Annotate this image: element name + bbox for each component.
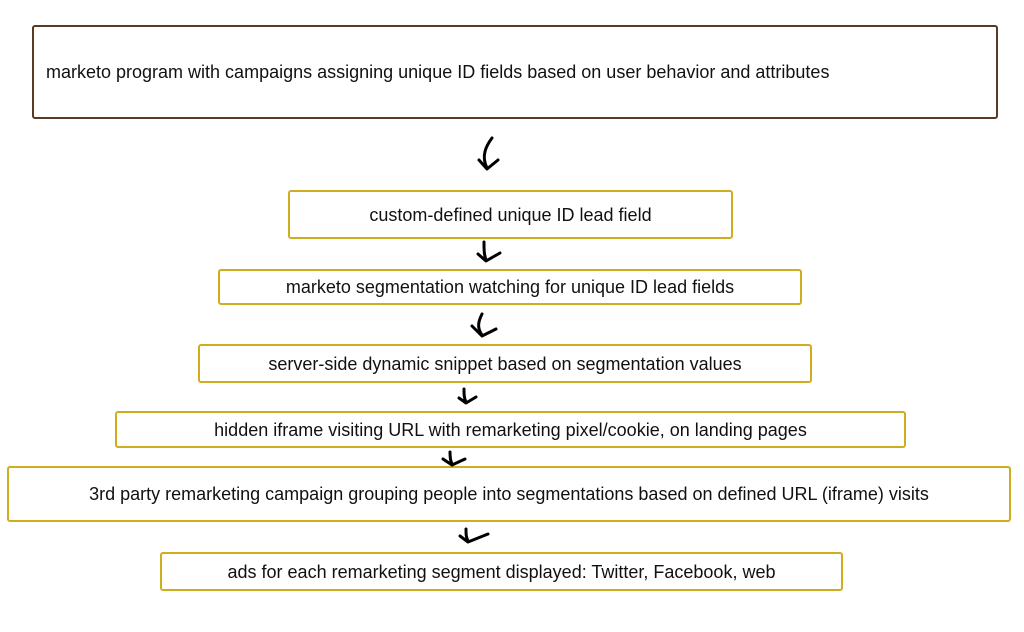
flow-step-box-4: server-side dynamic snippet based on seg… bbox=[198, 344, 812, 383]
flow-step-label: ads for each remarketing segment display… bbox=[227, 561, 776, 582]
flow-step-label: hidden iframe visiting URL with remarket… bbox=[214, 419, 807, 440]
arrow-down-icon bbox=[441, 450, 467, 467]
flow-step-label: custom-defined unique ID lead field bbox=[369, 204, 652, 225]
arrow-down-icon bbox=[457, 387, 478, 405]
arrow-down-icon bbox=[476, 240, 502, 263]
arrow-down-icon bbox=[470, 312, 498, 338]
flow-step-box-2: custom-defined unique ID lead field bbox=[288, 190, 733, 239]
arrow-down-icon bbox=[477, 136, 500, 171]
arrow-down-icon bbox=[458, 527, 490, 544]
flow-step-label: marketo segmentation watching for unique… bbox=[285, 277, 735, 297]
flow-step-box-5: hidden iframe visiting URL with remarket… bbox=[115, 411, 906, 448]
flow-step-box-3: marketo segmentation watching for unique… bbox=[218, 269, 802, 305]
flow-step-box-1: marketo program with campaigns assigning… bbox=[32, 25, 998, 119]
flow-step-label: 3rd party remarketing campaign grouping … bbox=[89, 484, 929, 504]
flow-step-label: marketo program with campaigns assigning… bbox=[46, 62, 830, 82]
flow-step-box-7: ads for each remarketing segment display… bbox=[160, 552, 843, 591]
flow-step-box-6: 3rd party remarketing campaign grouping … bbox=[7, 466, 1011, 522]
flow-step-label: server-side dynamic snippet based on seg… bbox=[268, 353, 742, 374]
